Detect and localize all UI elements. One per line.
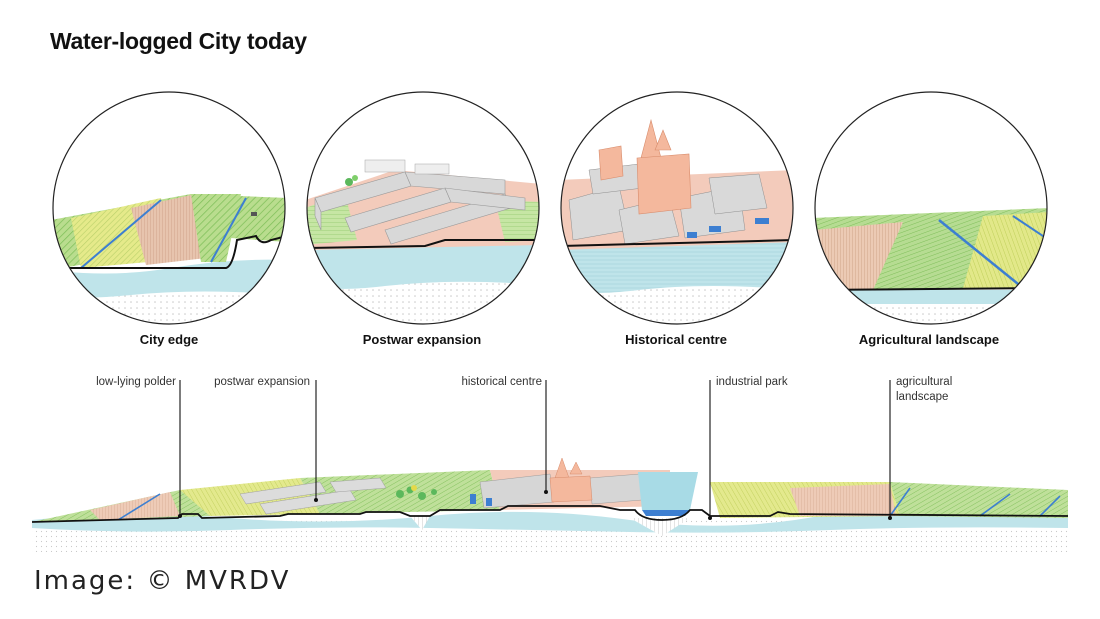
caption-agricultural-landscape: Agricultural landscape — [858, 332, 1000, 347]
vignette-historical-centre — [559, 90, 795, 326]
caption-city-edge: City edge — [139, 332, 199, 347]
vignette-postwar-expansion — [305, 90, 541, 326]
callout-industrial-park: industrial park — [716, 376, 788, 388]
page-title: Water-logged City today — [50, 28, 307, 54]
callout-agricultural-landscape: agricultural landscape — [896, 375, 1016, 405]
callout-historical-centre: historical centre — [461, 376, 542, 388]
vignette-city-edge — [51, 90, 287, 326]
cross-section — [30, 370, 1070, 560]
callout-agricultural-line-2: landscape — [896, 391, 949, 403]
callout-postwar-expansion: postwar expansion — [214, 376, 310, 388]
callout-low-lying-polder: low-lying polder — [96, 376, 176, 388]
caption-postwar-expansion: Postwar expansion — [362, 332, 482, 347]
caption-historical-centre: Historical centre — [625, 332, 727, 347]
callout-agricultural-line-1: agricultural — [896, 376, 953, 388]
vignette-agricultural-landscape — [813, 90, 1049, 326]
image-credit: Image: © MVRDV — [34, 566, 291, 596]
